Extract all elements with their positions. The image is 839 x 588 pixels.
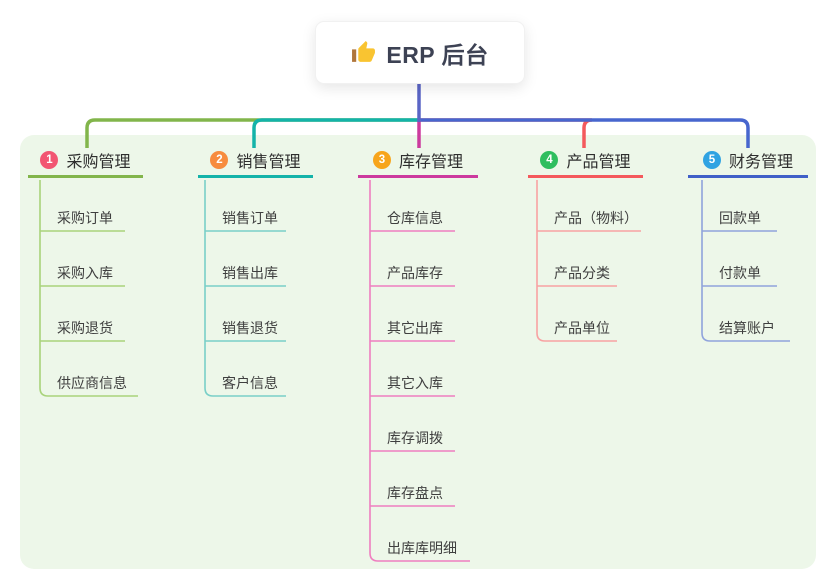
child-node-settlement-account[interactable]: 结算账户 xyxy=(719,320,775,336)
child-node-stock-transfer[interactable]: 库存调拨 xyxy=(387,430,443,446)
child-node-purchase-order[interactable]: 采购订单 xyxy=(57,210,113,226)
child-node-purchase-inbound[interactable]: 采购入库 xyxy=(57,265,113,281)
root-node[interactable]: ERP 后台 xyxy=(315,21,525,84)
branch-number-badge: 5 xyxy=(702,151,721,169)
child-node-supplier-info[interactable]: 供应商信息 xyxy=(57,375,127,391)
child-node-other-outbound[interactable]: 其它出库 xyxy=(387,320,443,336)
child-node-product-stock[interactable]: 产品库存 xyxy=(387,265,443,281)
child-node-sales-return[interactable]: 销售退货 xyxy=(222,320,278,336)
branches-background-panel xyxy=(20,135,816,569)
child-node-sales-order[interactable]: 销售订单 xyxy=(222,210,278,226)
branch-header-inventory[interactable]: 3 库存管理 xyxy=(358,148,478,178)
child-node-product-unit[interactable]: 产品单位 xyxy=(554,320,610,336)
child-node-receipt-bill[interactable]: 回款单 xyxy=(719,210,761,226)
branch-title: 销售管理 xyxy=(236,154,301,171)
root-title: ERP 后台 xyxy=(386,41,489,68)
child-node-other-inbound[interactable]: 其它入库 xyxy=(387,375,443,391)
branch-header-sales[interactable]: 2 销售管理 xyxy=(198,148,313,178)
branch-number-badge: 3 xyxy=(372,151,391,169)
child-node-sales-outbound[interactable]: 销售出库 xyxy=(222,265,278,281)
child-node-outbound-detail[interactable]: 出库库明细 xyxy=(387,540,457,556)
child-node-stock-count[interactable]: 库存盘点 xyxy=(387,485,443,501)
child-node-product-category[interactable]: 产品分类 xyxy=(554,265,610,281)
branch-title: 财务管理 xyxy=(728,154,793,171)
branch-header-product[interactable]: 4 产品管理 xyxy=(528,148,643,178)
child-node-warehouse-info[interactable]: 仓库信息 xyxy=(387,210,443,226)
branch-header-purchase[interactable]: 1 采购管理 xyxy=(28,148,143,178)
branch-header-finance[interactable]: 5 财务管理 xyxy=(688,148,808,178)
child-node-purchase-return[interactable]: 采购退货 xyxy=(57,320,113,336)
branch-number-badge: 1 xyxy=(40,151,59,169)
thumbs-up-icon xyxy=(352,41,376,62)
child-node-payment-bill[interactable]: 付款单 xyxy=(719,265,761,281)
branch-title: 库存管理 xyxy=(398,154,463,171)
branch-number-badge: 2 xyxy=(210,151,229,169)
branch-title: 产品管理 xyxy=(566,154,631,171)
branch-title: 采购管理 xyxy=(66,154,131,171)
branch-number-badge: 4 xyxy=(540,151,559,169)
child-node-product-material[interactable]: 产品（物料） xyxy=(554,210,638,226)
child-node-customer-info[interactable]: 客户信息 xyxy=(222,375,278,391)
